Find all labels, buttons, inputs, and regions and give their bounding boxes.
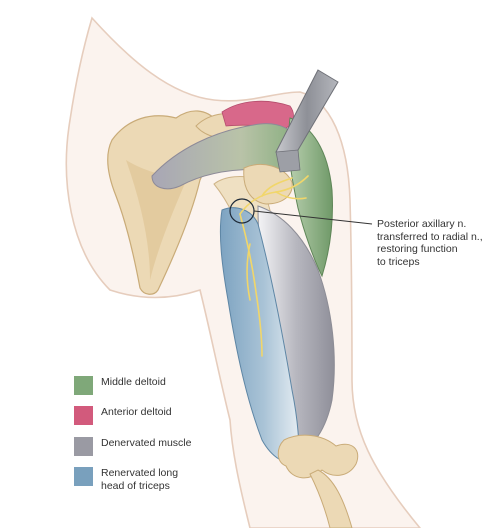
retractor-blade [275,149,301,173]
legend-label-renervated: Renervated long head of triceps [101,467,178,492]
legend-swatch-renervated [74,467,93,486]
legend-swatch-denervated [74,437,93,456]
forearm-bone [309,469,353,528]
legend-text: Anterior deltoid [101,406,172,418]
legend-item-denervated: Denervated muscle [74,437,191,456]
legend-text: Renervated long [101,467,179,479]
callout-leader-line [253,210,373,225]
nerve-branch [239,175,309,357]
legend-label-denervated: Denervated muscle [101,437,191,450]
legend-text: Middle deltoid [101,376,166,388]
callout-line-1: Posterior axillary n. [377,218,467,230]
legend-swatch-anterior-deltoid [74,406,93,425]
legend-swatch-middle-deltoid [74,376,93,395]
legend-item-renervated: Renervated long head of triceps [74,467,178,492]
callout-line-2: transferred to radial n., [377,230,483,243]
legend-text: head of triceps [101,479,170,492]
legend-item-middle-deltoid: Middle deltoid [74,376,166,395]
elbow-bones [277,434,359,479]
legend-text: Denervated muscle [101,437,192,449]
callout-line-4: to triceps [377,255,420,268]
middle-deltoid-muscle [288,117,333,278]
nerve-transfer-callout: Posterior axillary n. transferred to rad… [377,218,483,268]
legend-item-anterior-deltoid: Anterior deltoid [74,406,172,425]
callout-line-3: restoring function [377,243,458,255]
scapula-shadow [126,160,188,280]
legend-label-middle-deltoid: Middle deltoid [101,376,166,389]
legend-label-anterior-deltoid: Anterior deltoid [101,406,172,419]
